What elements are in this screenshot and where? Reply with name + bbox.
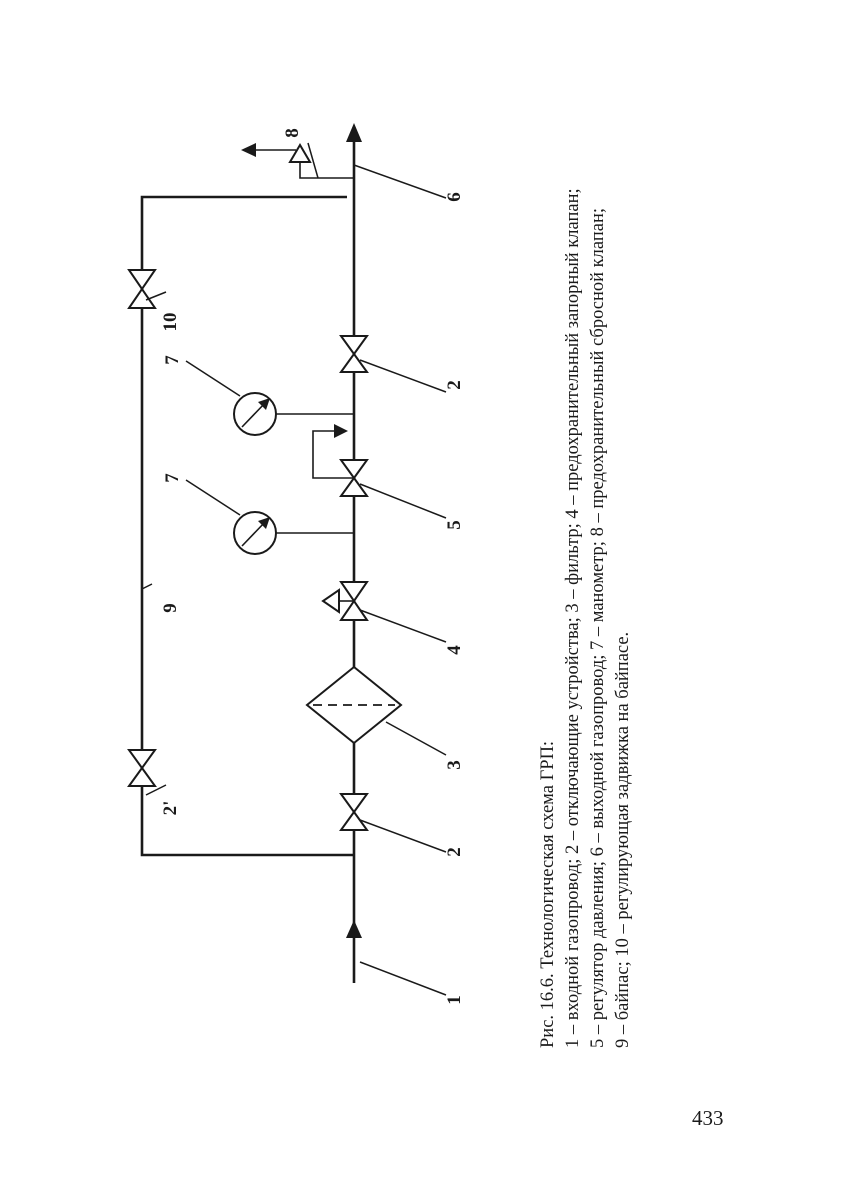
safety-shutoff-valve-icon: [321, 581, 369, 621]
leader-7-before: [185, 479, 241, 516]
leader-2-bypass: [145, 784, 167, 796]
label-bypass: 9: [160, 603, 181, 613]
outlet-flow-arrow: [346, 123, 362, 142]
label-manometer-after: 7: [162, 355, 183, 365]
filter-icon: [305, 665, 403, 745]
caption-line-2: 5 – регулятор давления; 6 – выходной газ…: [588, 208, 608, 1048]
leader-2-outlet: [359, 359, 447, 393]
pressure-regulator-icon: [312, 424, 369, 497]
leader-4: [359, 609, 447, 643]
label-relief-valve: 8: [282, 128, 303, 138]
leader-8: [307, 142, 319, 179]
label-inlet: 1: [444, 995, 465, 1005]
leader-7-after: [185, 360, 241, 397]
label-valve-outlet: 2: [444, 380, 465, 390]
label-filter: 3: [444, 760, 465, 770]
inlet-valve-icon: [339, 793, 369, 831]
label-manometer-before: 7: [162, 473, 183, 483]
label-safety-valve: 4: [444, 645, 465, 655]
manometer-after-icon: [233, 392, 354, 436]
label-regulator: 5: [444, 520, 465, 530]
label-bypass-valve: 2': [160, 801, 181, 816]
leader-9: [141, 583, 153, 590]
leader-6: [353, 164, 447, 199]
bypass-control-valve-icon: [127, 269, 157, 309]
label-bypass-control-valve: 10: [160, 313, 181, 332]
relief-valve-icon: [241, 143, 354, 179]
bypass-line: [140, 195, 354, 857]
leader-1: [359, 961, 447, 996]
leader-10: [145, 291, 167, 301]
leader-2-inlet: [359, 819, 447, 853]
caption-line-3: 9 – байпас; 10 – регулирующая задвижка н…: [613, 632, 633, 1048]
manometer-before-icon: [233, 511, 354, 555]
leader-5: [359, 483, 447, 519]
outlet-valve-icon: [339, 335, 369, 373]
label-valve-inlet: 2: [444, 847, 465, 857]
figure-caption: Рис. 16.6. Технологическая схема ГРП: 1 …: [538, 188, 633, 1048]
caption-title: Рис. 16.6. Технологическая схема ГРП:: [538, 741, 558, 1048]
leader-3: [385, 721, 447, 756]
page-number: 433: [692, 1106, 724, 1130]
label-outlet: 6: [444, 192, 465, 202]
bypass-valve-icon: [127, 749, 157, 787]
inlet-flow-arrow: [346, 920, 362, 938]
caption-line-1: 1 – входной газопровод; 2 – отключающие …: [563, 188, 583, 1048]
